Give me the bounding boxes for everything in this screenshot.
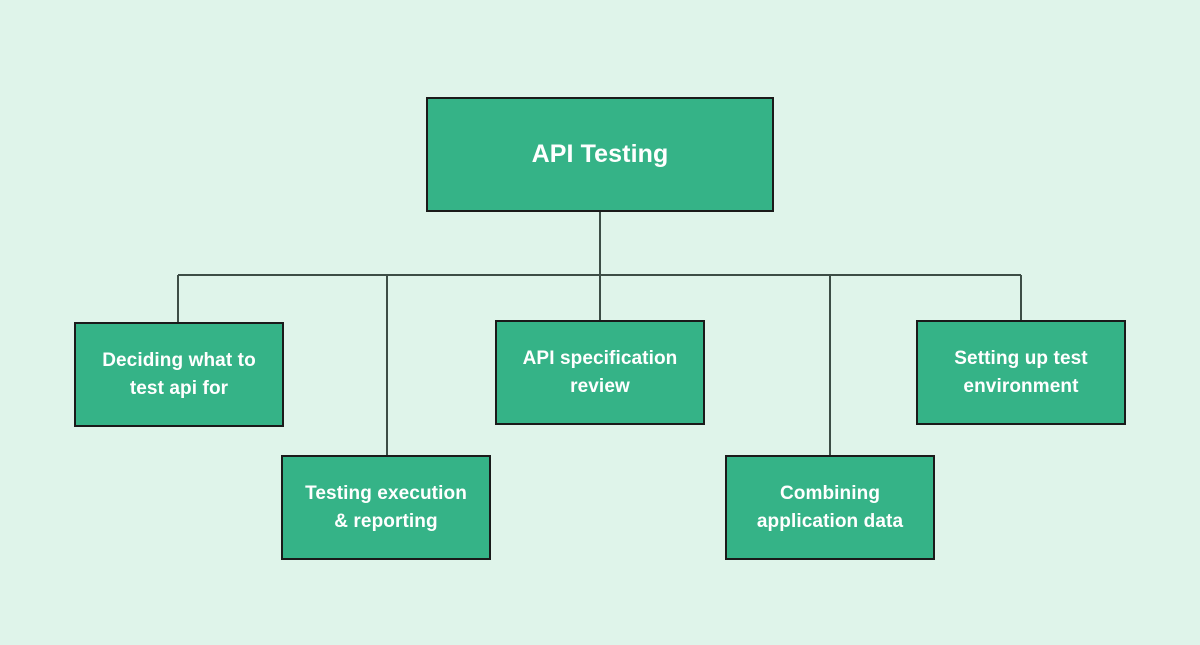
node-testing-execution-label: Testing execution & reporting	[305, 482, 467, 532]
node-testing-execution-reporting[interactable]: Testing execution & reporting	[281, 455, 491, 560]
node-api-specification-label: API specification review	[522, 347, 678, 397]
node-root-api-testing[interactable]: API Testing	[426, 97, 774, 212]
node-combining-application-data[interactable]: Combining application data	[725, 455, 935, 560]
node-root-label: API Testing	[531, 140, 669, 169]
node-api-specification-review[interactable]: API specification review	[495, 320, 705, 425]
node-combining-label: Combining application data	[756, 482, 904, 532]
node-setting-up-label: Setting up test environment	[954, 347, 1088, 397]
node-setting-up-test-environment[interactable]: Setting up test environment	[916, 320, 1126, 425]
node-deciding-what-to-test[interactable]: Deciding what to test api for	[74, 322, 284, 427]
node-deciding-label: Deciding what to test api for	[102, 349, 256, 399]
